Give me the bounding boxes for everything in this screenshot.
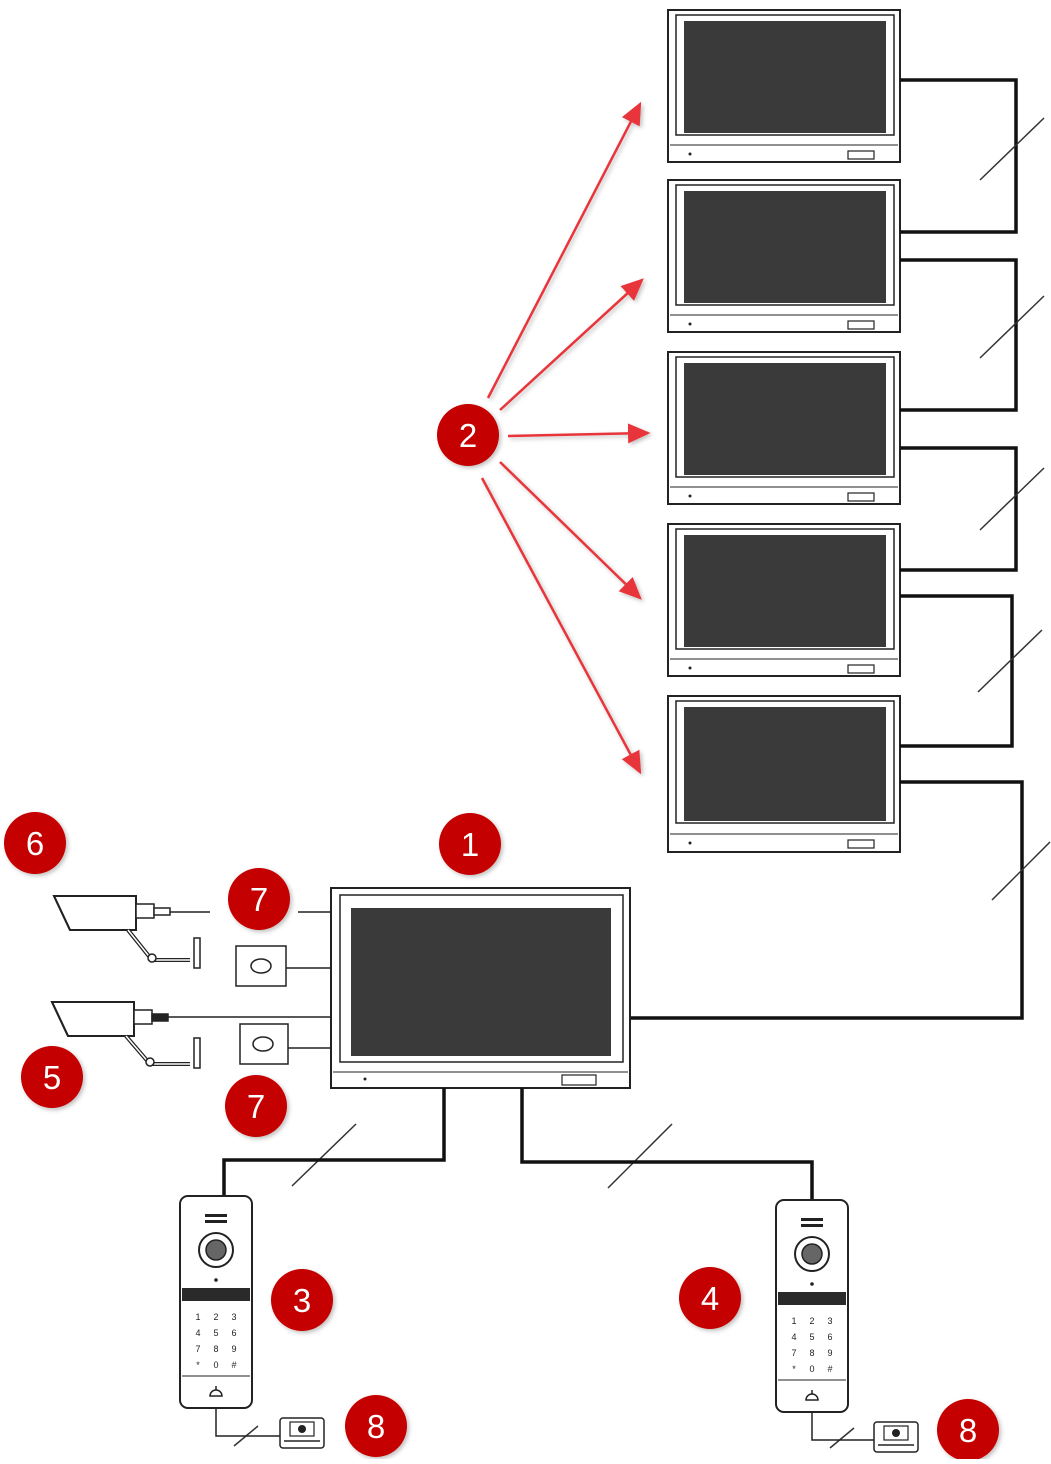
lock-8-left xyxy=(279,1417,325,1449)
extension-monitor-2 xyxy=(667,179,901,333)
callout-8-right-label: 8 xyxy=(959,1412,977,1449)
key: 5 xyxy=(213,1328,218,1338)
camera-5 xyxy=(50,1001,331,1069)
sensor-7-top xyxy=(235,945,287,987)
door-panel-4: 1 2 3 4 5 6 7 8 9 * 0 # xyxy=(775,1199,849,1413)
key: 3 xyxy=(231,1312,236,1322)
callout-4: 4 xyxy=(679,1267,741,1329)
callout-7-top-label: 7 xyxy=(250,881,268,918)
callout-6: 6 xyxy=(4,812,66,874)
callout-4-label: 4 xyxy=(701,1280,719,1317)
callout-2-arrows xyxy=(480,101,651,775)
key: 4 xyxy=(791,1332,796,1342)
door-panel-wiring xyxy=(222,1088,814,1200)
extension-monitor-5 xyxy=(667,695,901,853)
callout-3: 3 xyxy=(271,1269,333,1331)
lock-wiring xyxy=(215,1408,874,1441)
key: # xyxy=(827,1364,832,1374)
callout-7-bottom: 7 xyxy=(225,1075,287,1137)
callout-7-top: 7 xyxy=(228,868,290,930)
key: 2 xyxy=(809,1316,814,1326)
keypad-4: 1 2 3 4 5 6 7 8 9 * 0 # xyxy=(791,1316,832,1374)
key: 7 xyxy=(195,1344,200,1354)
callout-5: 5 xyxy=(21,1046,83,1108)
door-panel-3: 1 2 3 4 5 6 7 8 9 * 0 # xyxy=(179,1195,253,1409)
callout-3-label: 3 xyxy=(293,1282,311,1319)
monitor-bus-wiring xyxy=(630,78,1024,1020)
key: 0 xyxy=(213,1360,218,1370)
key: 7 xyxy=(791,1348,796,1358)
extension-monitor-3 xyxy=(667,351,901,505)
key: # xyxy=(231,1360,236,1370)
key: 6 xyxy=(231,1328,236,1338)
key: 6 xyxy=(827,1332,832,1342)
key: 9 xyxy=(827,1348,832,1358)
key: 1 xyxy=(195,1312,200,1322)
key: 8 xyxy=(809,1348,814,1358)
bell-icon xyxy=(805,1393,819,1401)
key: 0 xyxy=(809,1364,814,1374)
callout-8-left-label: 8 xyxy=(367,1408,385,1445)
bell-icon xyxy=(209,1389,223,1397)
callout-2: 2 xyxy=(437,404,499,466)
callout-5-label: 5 xyxy=(43,1059,61,1096)
key: 9 xyxy=(231,1344,236,1354)
lock-8-right xyxy=(873,1421,919,1453)
cable-hash-marks xyxy=(233,117,1051,1449)
key: * xyxy=(196,1360,200,1370)
key: 5 xyxy=(809,1332,814,1342)
key: 2 xyxy=(213,1312,218,1322)
sensor-7-bottom xyxy=(239,1023,289,1065)
key: * xyxy=(792,1364,796,1374)
callout-1: 1 xyxy=(439,813,501,875)
main-monitor xyxy=(330,887,631,1089)
callout-8-right: 8 xyxy=(937,1399,999,1461)
extension-monitor-1 xyxy=(667,9,901,163)
callout-1-label: 1 xyxy=(461,826,479,863)
keypad-3: 1 2 3 4 5 6 7 8 9 * 0 # xyxy=(195,1312,236,1370)
callout-6-label: 6 xyxy=(26,825,44,862)
callout-7-bottom-label: 7 xyxy=(247,1088,265,1125)
key: 3 xyxy=(827,1316,832,1326)
input-wires xyxy=(286,911,331,1049)
key: 1 xyxy=(791,1316,796,1326)
callout-8-left: 8 xyxy=(345,1395,407,1457)
key: 4 xyxy=(195,1328,200,1338)
key: 8 xyxy=(213,1344,218,1354)
callout-2-label: 2 xyxy=(459,417,477,454)
extension-monitor-4 xyxy=(667,523,901,677)
camera-6 xyxy=(52,895,210,969)
